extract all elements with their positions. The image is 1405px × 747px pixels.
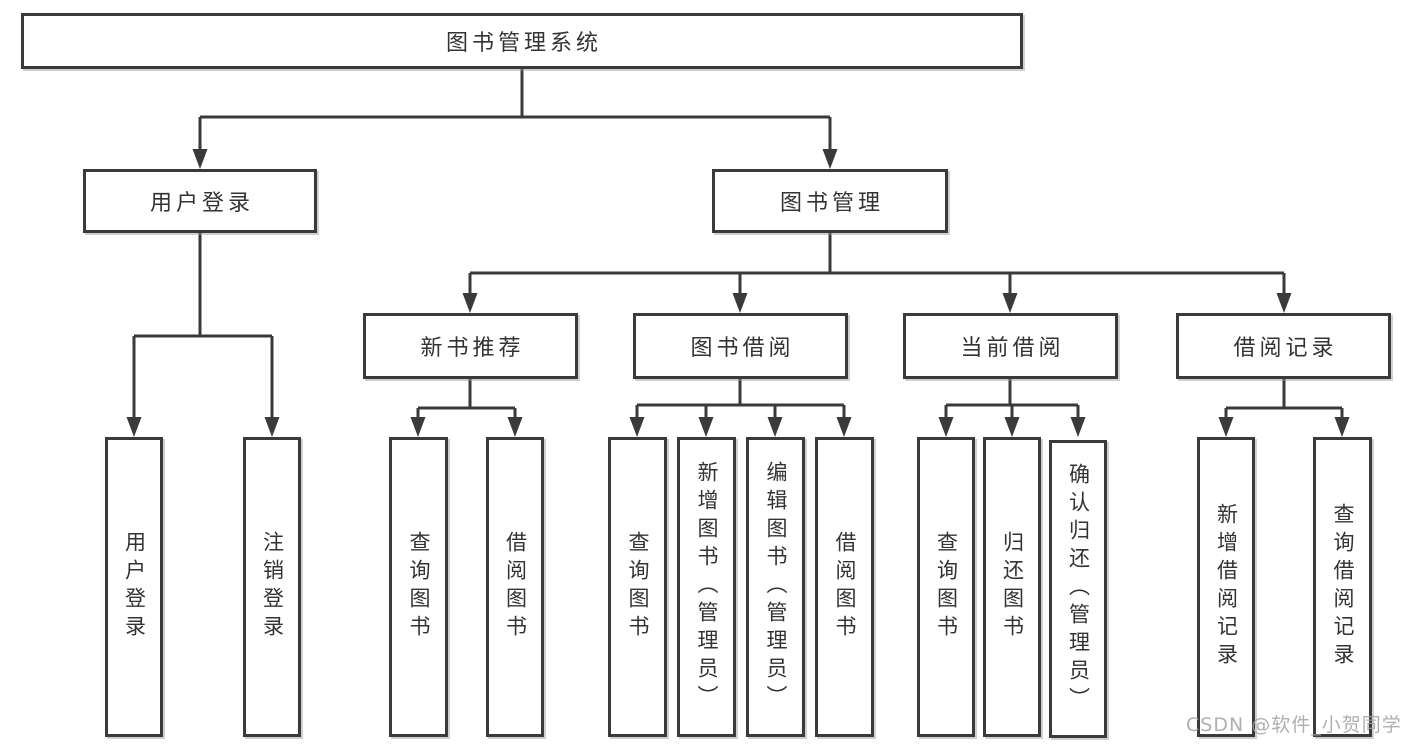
node-add-borrow-record: 新增借阅记录 <box>1197 437 1255 737</box>
node-return-books: 归还图书 <box>983 437 1041 737</box>
node-label: 借阅图书 <box>833 531 857 643</box>
node-label: 用户登录 <box>122 531 147 643</box>
node-label: 借阅图书 <box>503 531 528 643</box>
node-query-books-borrowing: 查询图书 <box>608 437 667 737</box>
node-query-borrow-record: 查询借阅记录 <box>1313 437 1372 737</box>
node-label: 查询图书 <box>407 531 431 643</box>
node-query-books-current: 查询图书 <box>917 437 975 737</box>
node-current-borrowing: 当前借阅 <box>903 313 1118 379</box>
node-label: 新增借阅记录 <box>1214 503 1239 671</box>
node-add-book-admin: 新增图书（管理员） <box>677 437 736 737</box>
node-label: 归还图书 <box>1000 531 1025 643</box>
node-book-management: 图书管理 <box>712 169 948 233</box>
node-label: 新增图书（管理员） <box>695 461 719 713</box>
csdn-watermark: CSDN @软件_小贺同学 <box>1186 714 1402 736</box>
node-logout-leaf: 注销登录 <box>243 437 301 737</box>
node-user-login: 用户登录 <box>83 169 317 233</box>
node-query-books-recommend: 查询图书 <box>389 437 448 737</box>
node-borrow-books-borrowing: 借阅图书 <box>815 437 874 737</box>
node-label: 注销登录 <box>260 531 285 643</box>
node-library-system: 图书管理系统 <box>21 13 1023 69</box>
node-label: 确认归还（管理员） <box>1066 463 1091 715</box>
node-borrow-books-recommend: 借阅图书 <box>486 437 544 737</box>
node-edit-book-admin: 编辑图书（管理员） <box>746 437 805 737</box>
node-borrowing-records: 借阅记录 <box>1176 313 1391 379</box>
node-label: 查询借阅记录 <box>1331 503 1355 671</box>
node-book-borrowing: 图书借阅 <box>633 313 848 379</box>
node-label: 查询图书 <box>626 531 650 643</box>
node-confirm-return-admin: 确认归还（管理员） <box>1049 440 1107 738</box>
node-label: 编辑图书（管理员） <box>764 461 788 713</box>
node-user-login-leaf: 用户登录 <box>105 437 163 737</box>
node-label: 查询图书 <box>934 531 959 643</box>
node-new-book-recommendation: 新书推荐 <box>363 313 578 379</box>
arrowheads <box>126 149 1350 437</box>
